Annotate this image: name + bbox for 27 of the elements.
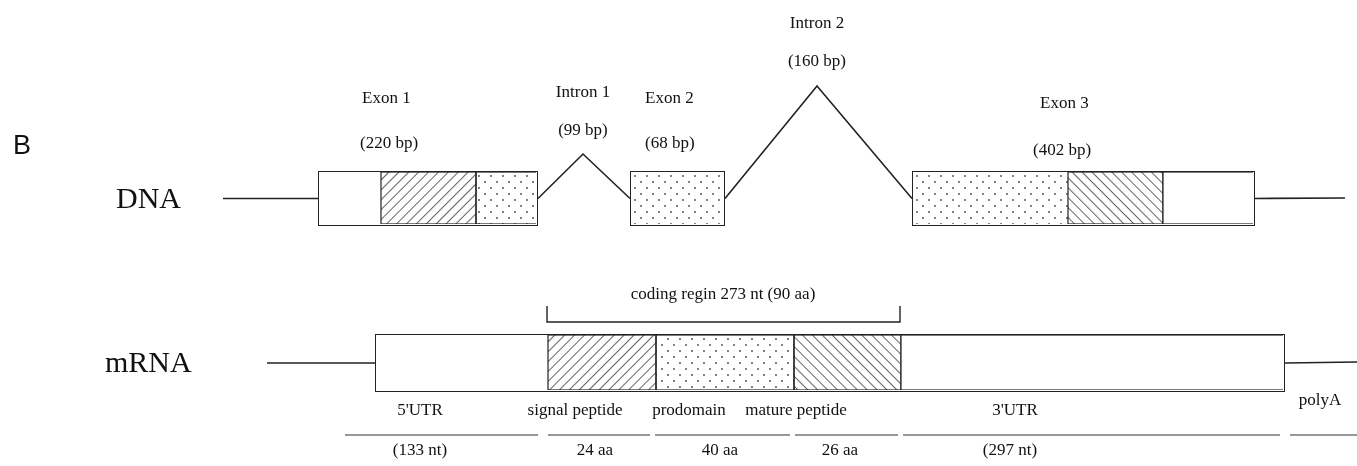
bracket-label: coding regin 273 nt (90 aa) [630,284,816,304]
region-label: mature peptide [745,400,847,420]
exon-label: Exon 1 [362,88,411,108]
region-label: 5'UTR [397,400,443,420]
exon-box [912,171,1255,226]
region-label: prodomain [652,400,726,420]
row-label: mRNA [105,345,255,379]
region-label: 26 aa [821,440,859,460]
connector-line [266,362,376,364]
panel-letter: B [13,130,31,161]
exon-label: (220 bp) [360,133,419,153]
row-label: DNA [116,183,211,213]
mrna-box [375,334,1285,392]
exon-label: Exon 2 [645,88,694,108]
connector-line [222,197,319,200]
region-label: 40 aa [701,440,739,460]
exon-box [630,171,725,226]
region-label: (133 nt) [392,440,448,460]
exon-box [318,171,538,226]
region-label: 24 aa [576,440,614,460]
region-label: polyA [1298,390,1342,410]
region-label: 3'UTR [992,400,1038,420]
region-label: signal peptide [527,400,623,420]
exon-label: (402 bp) [1033,140,1092,160]
exon-label: Exon 3 [1040,93,1089,113]
region-label: (297 nt) [982,440,1038,460]
exon-label: (68 bp) [645,133,695,153]
